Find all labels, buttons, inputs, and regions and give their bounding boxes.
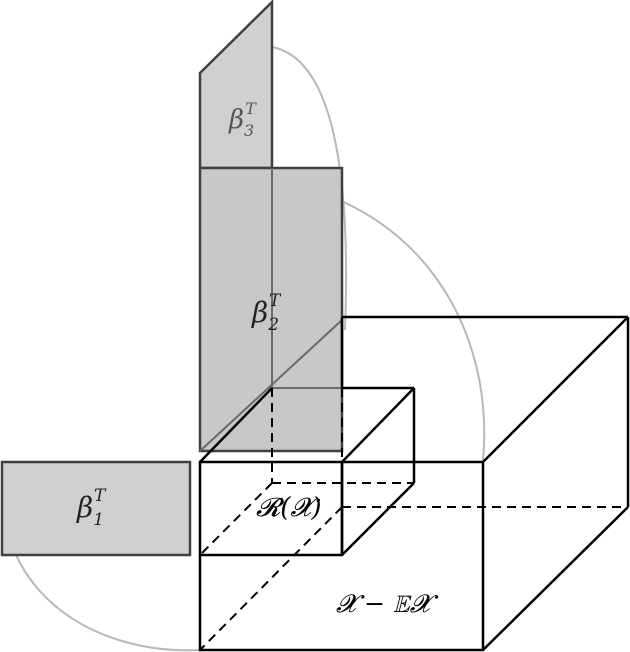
large-cube-edge-bottom-right [482,506,629,651]
beta1-label: β1T [76,486,107,530]
residual-label: 𝓧 − 𝔼𝓧 [336,589,439,618]
beta3-label: β3T [228,99,257,140]
small-cube-front [198,460,344,557]
beta1-panel [0,460,192,557]
small-hidden-diag [199,482,273,556]
beta3-panel [198,0,274,170]
large-cube [198,315,630,652]
beta-panels [0,0,344,557]
small-cube-hidden-edges [199,388,414,556]
small-cube-edge-bottom-right [341,482,415,556]
range-label: 𝓡(𝓧) [256,493,322,523]
beta2-label: β2T [251,291,282,335]
arc-beta3 [271,46,348,331]
small-cube [198,386,416,557]
large-cube-edge-top-right [482,316,629,463]
small-cube-edge-top-right [341,387,415,463]
hidden-diag-bottom-left [199,506,343,651]
small-cube-edge-top-left [199,387,273,463]
